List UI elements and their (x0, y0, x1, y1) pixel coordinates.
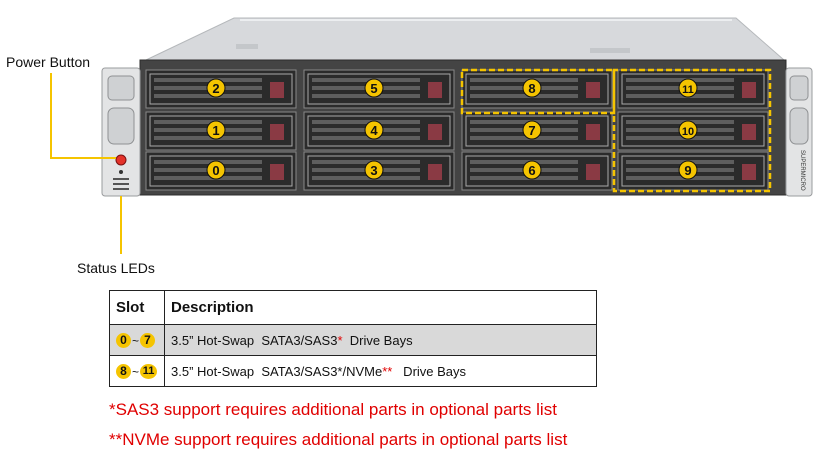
bay-number-badge (678, 120, 698, 140)
bay-number: 11 (682, 84, 694, 96)
bay-latch[interactable] (270, 124, 284, 140)
bay-number-badge (522, 120, 542, 140)
bay-number-badge (364, 78, 384, 98)
slot-coin: 0 (116, 333, 131, 349)
nvme-bays-highlight (460, 68, 772, 193)
led-callout-line (120, 196, 122, 254)
bay-number-badge (678, 160, 698, 180)
footnote-mark: ** (382, 363, 393, 379)
table-row: 8~11 3.5” Hot-Swap SATA3/SAS3*/NVMe** Dr… (109, 355, 597, 387)
drive-bay[interactable]: 5 (303, 69, 455, 109)
power-callout-line-h (50, 157, 116, 159)
bay-latch[interactable] (428, 82, 442, 98)
bay-latch[interactable] (428, 124, 442, 140)
drive-bay[interactable]: 8 (461, 69, 613, 109)
bay-latch[interactable] (428, 164, 442, 180)
drive-bay[interactable]: 2 (145, 69, 297, 109)
chassis-lid (145, 17, 786, 61)
sas3-footnote: *SAS3 support requires additional parts … (109, 400, 557, 419)
header-slot: Slot (109, 290, 165, 325)
brand-logo: SUPERMICRO (799, 150, 805, 191)
bay-number: 7 (528, 123, 535, 138)
footnote-mark: * (337, 332, 343, 348)
drive-bay[interactable]: 3 (303, 151, 455, 191)
range-tilde: ~ (132, 333, 140, 348)
drive-bay[interactable]: 6 (461, 151, 613, 191)
bay-latch[interactable] (742, 124, 756, 140)
slot-coin: 11 (140, 364, 158, 380)
bay-number: 0 (212, 163, 219, 178)
slot-range: 0~7 (109, 324, 165, 356)
power-button-label: Power Button (6, 54, 91, 70)
bay-number: 8 (528, 81, 535, 96)
range-tilde: ~ (132, 364, 140, 379)
bay-number-badge (206, 78, 226, 98)
bay-latch[interactable] (270, 82, 284, 98)
bay-number: 9 (684, 163, 691, 178)
drive-bay[interactable]: 10 (617, 111, 769, 151)
drive-bay[interactable]: 1 (145, 111, 297, 151)
table-header: Slot Description (109, 290, 597, 325)
slot-description: 3.5” Hot-Swap SATA3/SAS3*/NVMe** Drive B… (164, 355, 597, 387)
power-button[interactable] (115, 154, 127, 166)
bay-number: 3 (370, 163, 377, 178)
bay-number-badge (364, 160, 384, 180)
slot-table: Slot Description 0~7 3.5” Hot-Swap SATA3… (109, 290, 597, 387)
drive-bay[interactable]: 4 (303, 111, 455, 151)
bay-number: 10 (682, 126, 694, 138)
bay-number-badge (364, 120, 384, 140)
bay-latch[interactable] (270, 164, 284, 180)
slot-coin: 7 (140, 333, 156, 349)
power-callout-line-v (50, 73, 52, 159)
drive-bay[interactable]: 11 (617, 69, 769, 109)
bay-number-badge (206, 160, 226, 180)
slot-description: 3.5” Hot-Swap SATA3/SAS3* Drive Bays (164, 324, 597, 356)
bay-number: 6 (528, 163, 535, 178)
bay-latch[interactable] (586, 164, 600, 180)
description-text: 3.5” Hot-Swap SATA3/SAS3 (171, 332, 338, 348)
status-led (119, 170, 123, 174)
table-row: 0~7 3.5” Hot-Swap SATA3/SAS3* Drive Bays (109, 324, 597, 356)
bay-number: 4 (370, 123, 378, 138)
header-description: Description (164, 290, 597, 325)
status-leds-label: Status LEDs (77, 260, 155, 276)
bay-number: 1 (212, 123, 219, 138)
bay-number-badge (522, 160, 542, 180)
slot-coin: 8 (116, 364, 131, 380)
bay-number-badge (678, 78, 698, 98)
bay-number-badge (206, 120, 226, 140)
description-tail: Drive Bays (392, 363, 467, 379)
bay-latch[interactable] (742, 82, 756, 98)
bay-number: 5 (370, 81, 377, 96)
nvme-footnote: **NVMe support requires additional parts… (109, 430, 568, 449)
description-text: 3.5” Hot-Swap SATA3/SAS3*/NVMe (171, 363, 383, 379)
slot-range: 8~11 (109, 355, 165, 387)
drive-bay[interactable]: 7 (461, 111, 613, 151)
drive-bay[interactable]: 0 (145, 151, 297, 191)
description-tail: Drive Bays (342, 332, 413, 348)
drive-bay[interactable]: 9 (617, 151, 769, 191)
bay-latch[interactable] (586, 82, 600, 98)
bay-latch[interactable] (742, 164, 756, 180)
bay-number: 2 (212, 81, 219, 96)
bay-latch[interactable] (586, 124, 600, 140)
bay-number-badge (522, 78, 542, 98)
